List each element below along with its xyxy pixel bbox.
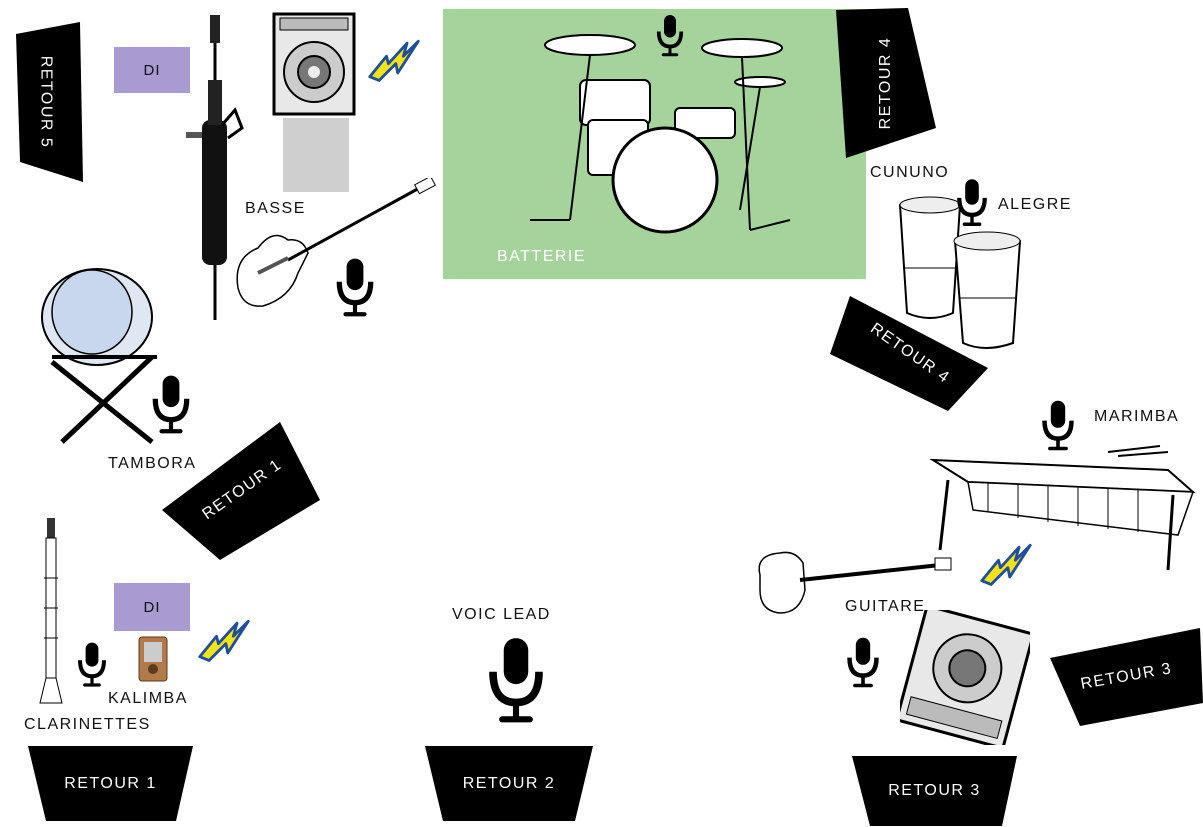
monitor-retour-3-right: RETOUR 3 [1050, 628, 1203, 726]
label-guitare: GUITARE [845, 598, 926, 615]
label-tambora: TAMBORA [108, 455, 197, 472]
microphone-icon [76, 640, 108, 690]
monitor-retour-1-bottom: RETOUR 1 [28, 746, 193, 821]
monitor-label: RETOUR 4 [877, 36, 894, 130]
monitor-retour-1-left: RETOUR 1 [160, 420, 325, 560]
label-alegre: ALEGRE [998, 196, 1072, 213]
electric-guitar-image [755, 545, 955, 625]
label-marimba: MARIMBA [1094, 408, 1180, 425]
label-batterie: BATTERIE [497, 248, 587, 265]
tambora-drum-image [32, 262, 172, 467]
upright-bass-image [180, 10, 255, 330]
label-voice-lead: VOIC LEAD [452, 606, 551, 623]
label-clarinettes: CLARINETTES [24, 716, 151, 733]
microphone-icon [655, 12, 685, 60]
monitor-retour-4-right: RETOUR 4 [830, 296, 990, 411]
label-cununo: CUNUNO [870, 164, 950, 181]
monitor-label: RETOUR 3 [888, 782, 981, 799]
electric-bass-image [228, 175, 438, 328]
bass-amplifier-image [272, 12, 357, 122]
microphone-icon [334, 256, 376, 320]
guitar-amplifier-image [894, 603, 1036, 751]
monitor-retour-3-bottom: RETOUR 3 [852, 756, 1017, 826]
monitor-retour-2: RETOUR 2 [425, 746, 593, 821]
marimba-image [928, 440, 1198, 585]
monitor-retour-4-top: RETOUR 4 [836, 8, 936, 158]
monitor-label: RETOUR 5 [37, 55, 55, 149]
power-icon [366, 35, 422, 83]
drum-kit-image [510, 20, 810, 255]
microphone-icon [955, 176, 989, 230]
monitor-label: RETOUR 2 [462, 774, 556, 792]
congas-image [885, 193, 1045, 368]
microphone-icon [845, 636, 881, 690]
monitor-retour-5: RETOUR 5 [8, 22, 83, 182]
monitor-label: RETOUR 1 [64, 774, 157, 792]
power-icon [196, 614, 252, 664]
di-box: DI [114, 47, 190, 93]
microphone-icon [482, 635, 550, 727]
amp-stand [283, 118, 349, 192]
clarinet-image [36, 518, 66, 713]
kalimba-image [138, 636, 168, 687]
di-box: DI [114, 583, 190, 631]
power-icon [978, 538, 1034, 588]
label-basse: BASSE [245, 200, 306, 217]
label-kalimba: KALIMBA [108, 690, 188, 707]
